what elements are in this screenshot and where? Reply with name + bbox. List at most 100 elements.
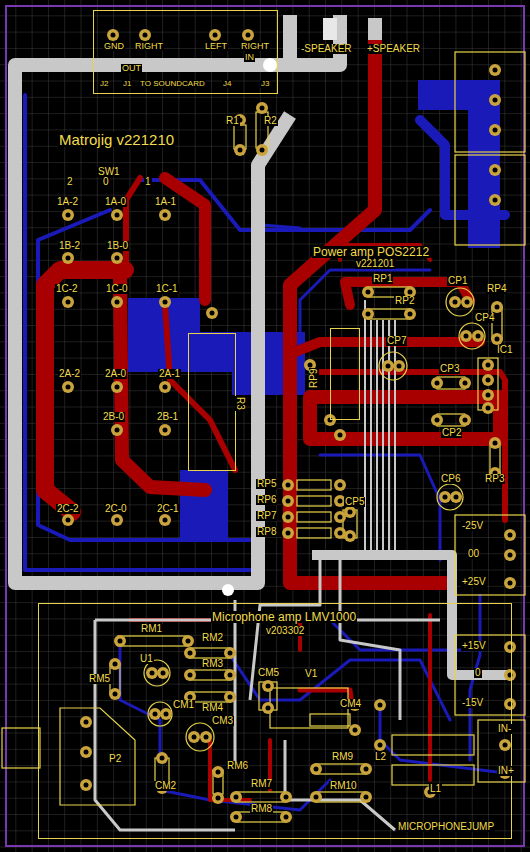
pad — [491, 333, 503, 345]
pad — [504, 529, 516, 541]
pad — [212, 766, 224, 778]
silkscreen-label: MICROPHONEJUMP — [397, 822, 495, 832]
drill-hole — [454, 495, 459, 500]
drill-hole — [378, 743, 383, 748]
drill-hole — [115, 385, 120, 390]
silkscreen-label: +15V — [461, 641, 487, 651]
drill-hole — [213, 33, 218, 38]
pad — [404, 308, 416, 320]
pad — [459, 377, 471, 389]
pad — [62, 252, 74, 264]
component-text: J4 — [222, 80, 232, 88]
drill-hole — [495, 305, 500, 310]
drill-hole — [508, 581, 513, 586]
drill-hole — [286, 515, 291, 520]
drill-hole — [228, 651, 233, 656]
drill-hole — [66, 300, 71, 305]
pad — [374, 739, 386, 751]
pad — [431, 377, 443, 389]
pad — [184, 669, 196, 681]
pad — [504, 641, 516, 653]
drill-hole — [493, 198, 498, 203]
pad — [489, 124, 501, 136]
drill-hole — [210, 311, 215, 316]
silkscreen-label: +25V — [461, 577, 487, 587]
silkscreen-label: Power amp POS2212 — [312, 246, 430, 258]
silkscreen-label: RP3 — [484, 474, 505, 484]
drill-hole — [115, 213, 120, 218]
silkscreen-label: R1 — [225, 116, 240, 126]
silkscreen-label: CM1 — [172, 700, 195, 710]
component-text: Microphone amp LMV1000 — [211, 611, 357, 623]
drill-hole — [493, 128, 498, 133]
pad — [280, 791, 292, 803]
drill-hole — [188, 673, 193, 678]
drill-hole — [163, 518, 168, 523]
silkscreen-label: CP1 — [447, 276, 468, 286]
drill-hole — [118, 639, 123, 644]
pad — [139, 29, 151, 41]
drill-hole — [348, 534, 353, 539]
drill-hole — [188, 651, 193, 656]
pad — [159, 296, 171, 308]
drill-hole — [486, 378, 491, 383]
pad — [224, 691, 236, 703]
drill-hole — [408, 312, 413, 317]
component-text: v203302 — [265, 626, 305, 636]
pad — [224, 647, 236, 659]
silkscreen-label: L1 — [429, 784, 442, 794]
drill-hole — [163, 213, 168, 218]
drill-hole — [246, 33, 251, 38]
drill-hole — [150, 671, 155, 676]
drill-hole — [338, 515, 343, 520]
pad — [362, 308, 374, 320]
silkscreen-label: RP7 — [256, 511, 277, 521]
silkscreen-label: IN+ — [497, 766, 515, 776]
pad — [242, 29, 254, 41]
drill-hole — [435, 418, 440, 423]
drill-hole — [364, 767, 369, 772]
pad — [111, 381, 123, 393]
pad — [489, 437, 501, 449]
silkscreen-label: 1B-2 — [58, 241, 81, 251]
silkscreen-label: 0 — [474, 668, 482, 678]
pad — [439, 491, 451, 503]
pad — [334, 479, 346, 491]
pad — [109, 688, 121, 700]
silkscreen-label: 2B-1 — [156, 412, 179, 422]
pad — [482, 374, 494, 386]
pad — [212, 792, 224, 804]
component-text: RIGHT — [240, 42, 270, 51]
pad — [111, 514, 123, 526]
drill-hole — [84, 750, 89, 755]
silkscreen-label: RP2 — [394, 296, 415, 306]
pad — [262, 680, 274, 692]
drill-hole — [115, 428, 120, 433]
silkscreen-label: 1C-1 — [155, 284, 179, 294]
pad — [504, 669, 516, 681]
silkscreen-label: IN- — [497, 724, 512, 734]
drill-hole — [286, 531, 291, 536]
drill-hole — [216, 770, 221, 775]
pad — [224, 669, 236, 681]
pad — [459, 414, 471, 426]
pad — [256, 102, 268, 114]
drill-hole — [160, 756, 165, 761]
silkscreen-label: RP8 — [256, 527, 277, 537]
drill-hole — [486, 363, 491, 368]
pad — [489, 194, 501, 206]
component-text: RP9 — [309, 368, 319, 389]
silkscreen-label: P2 — [108, 754, 122, 764]
pad — [282, 479, 294, 491]
drill-hole — [66, 213, 71, 218]
drill-hole — [188, 695, 193, 700]
drill-hole — [508, 553, 513, 558]
silkscreen-label: CM2 — [154, 781, 177, 791]
drill-hole — [84, 720, 89, 725]
drill-hole — [115, 300, 120, 305]
pad — [382, 360, 394, 372]
component-text: GND — [103, 42, 125, 51]
drill-hole — [503, 743, 508, 748]
silkscreen-label: 2A-2 — [58, 369, 81, 379]
